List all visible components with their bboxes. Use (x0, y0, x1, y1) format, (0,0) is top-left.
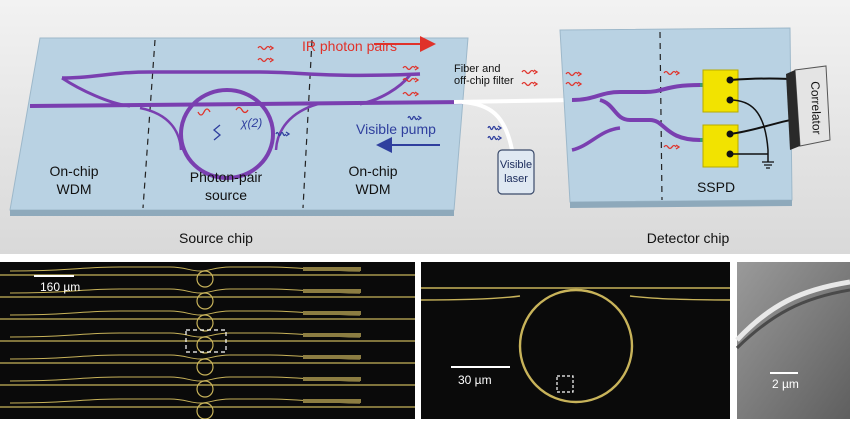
visible-pump-label: Visible pump (356, 121, 436, 137)
region-left-line2: WDM (57, 181, 92, 197)
fiber-label-line2: off-chip filter (454, 75, 514, 87)
chi2-label: χ(2) (240, 116, 262, 130)
detector-chip (559, 27, 806, 208)
source-chip (9, 37, 469, 216)
correlator-label: Correlator (808, 81, 824, 135)
zoom-box-ring (556, 375, 574, 393)
ring-resonator (179, 88, 275, 180)
region-center-line1: Photon-pair (190, 169, 263, 185)
upper-waveguide (61, 70, 421, 80)
visible-laser: Visible laser (497, 149, 535, 195)
correlator: Correlator (786, 65, 831, 150)
zoom-box (185, 329, 227, 353)
bus-waveguide (29, 100, 469, 108)
array-micrograph: 160 µm (0, 262, 416, 420)
scale-label-array: 160 µm (40, 280, 80, 294)
region-right-line1: On-chip (348, 163, 397, 179)
scale-label-sem: 2 µm (772, 377, 799, 391)
laser-fiber (461, 100, 514, 151)
svg-text:Visible: Visible (500, 159, 532, 171)
svg-text:laser: laser (504, 173, 528, 185)
region-center-line2: source (205, 187, 247, 203)
fiber-label-line1: Fiber and (454, 63, 500, 75)
ir-photon-pairs-label: IR photon pairs (302, 38, 397, 54)
detector-chip-caption: Detector chip (647, 230, 730, 246)
scale-label-ring: 30 µm (458, 373, 492, 387)
source-chip-caption: Source chip (179, 230, 253, 246)
photon-glyphs (197, 45, 422, 141)
region-right-line2: WDM (356, 181, 391, 197)
region-left-line1: On-chip (49, 163, 98, 179)
ring-micrograph: 30 µm (420, 262, 731, 419)
sem-micrograph: 2 µm (735, 262, 850, 419)
sspd-label: SSPD (697, 179, 735, 195)
